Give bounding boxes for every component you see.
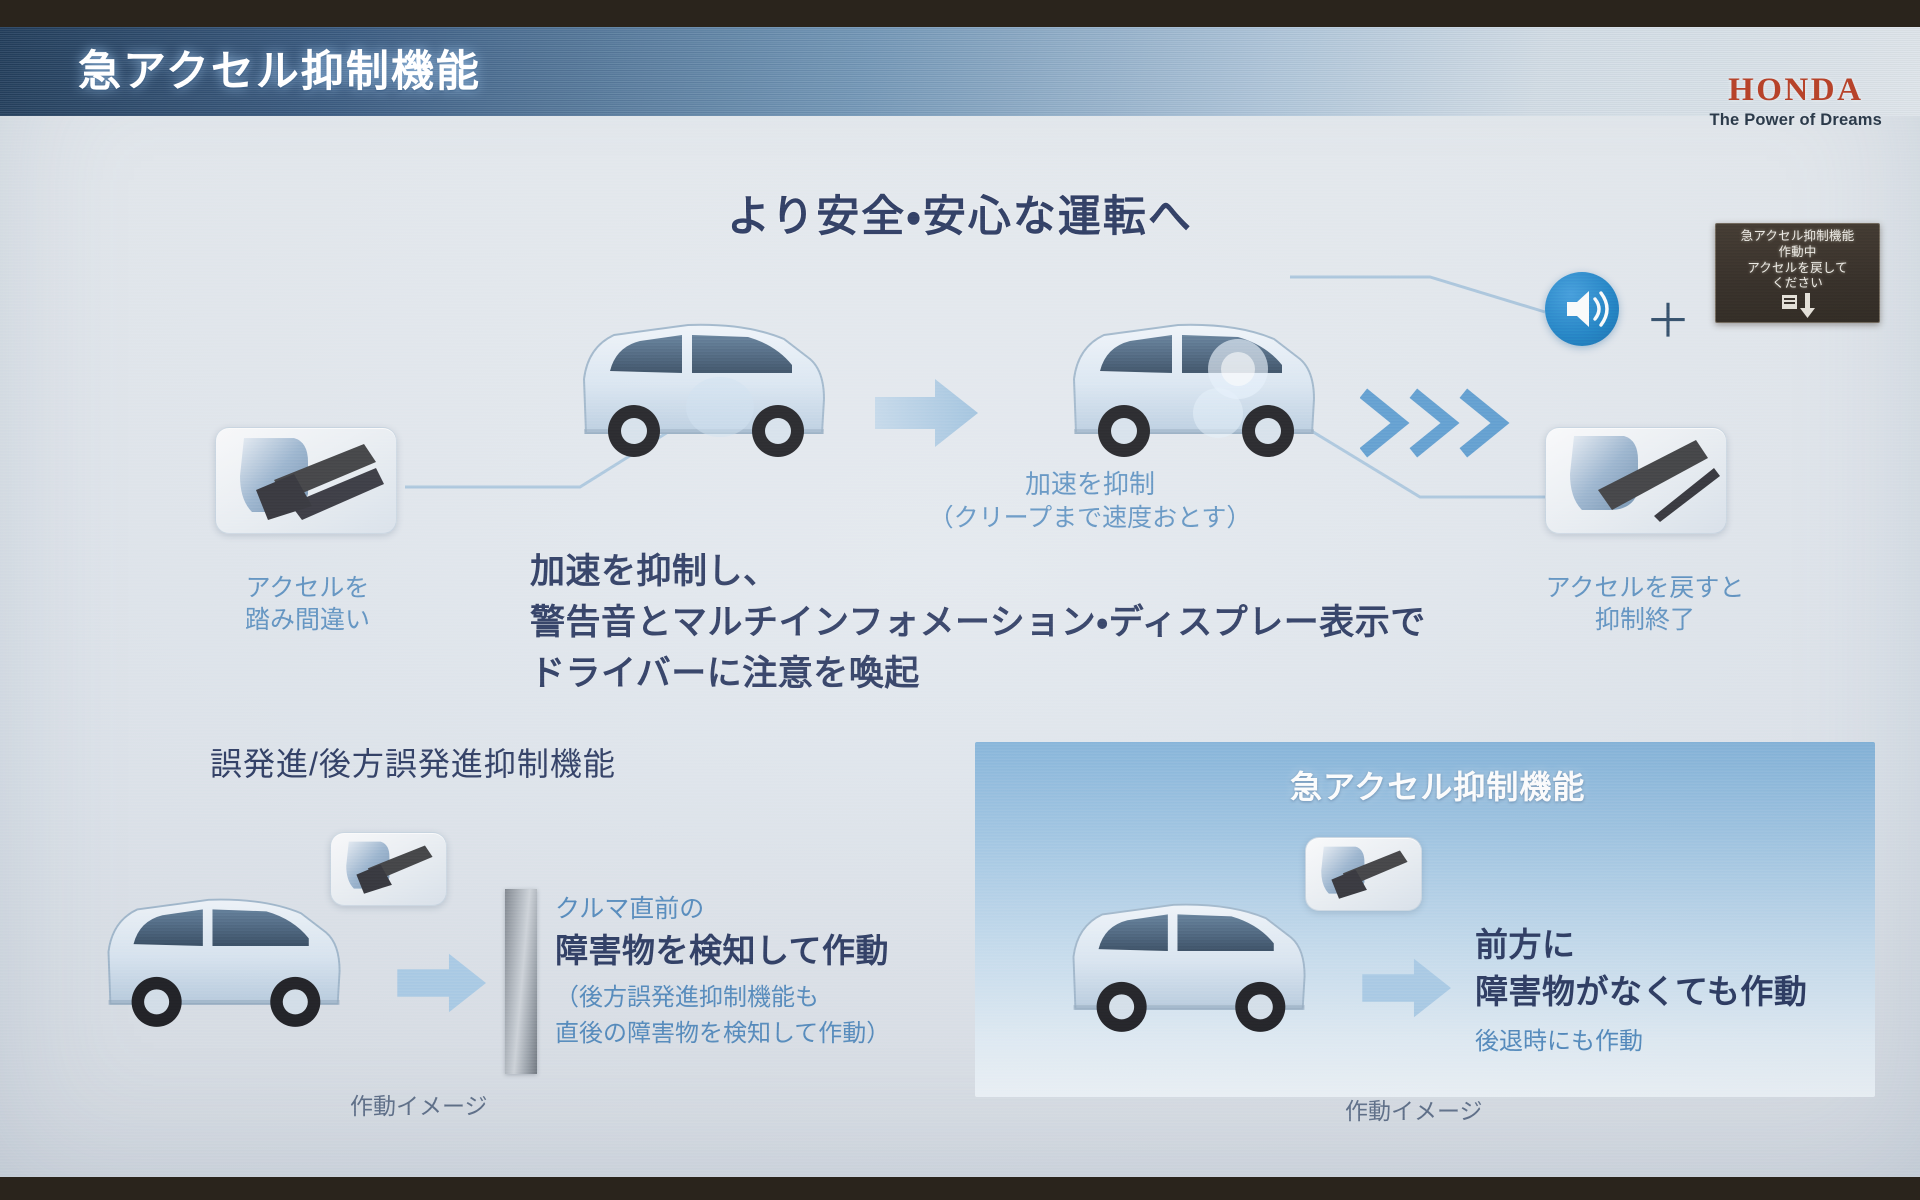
right-pedal-caption-line1: アクセルを戻すと	[1545, 574, 1745, 602]
multi-information-display: 急アクセル抑制機能 作動中 アクセルを戻して ください	[1715, 223, 1880, 323]
left-pedal-caption: アクセルを 踏み間違い	[195, 572, 420, 636]
pedal-tile-bottom-left	[330, 832, 447, 906]
right-pedal-caption: アクセルを戻すと 抑制終了	[1520, 572, 1770, 636]
body-line3: ドライバーに注意を喚起	[530, 653, 920, 693]
page-title: 急アクセル抑制機能	[78, 47, 481, 96]
speaker-icon	[1545, 272, 1619, 346]
honda-logo: HONDA The Power of Dreams	[1709, 74, 1882, 130]
pedal-mistake-tile	[215, 427, 397, 534]
mid-line2: 作動中	[1778, 244, 1817, 259]
car-illustration-3	[95, 882, 355, 1037]
acceleration-suppress-line2: （クリープまで速度おとす）	[928, 503, 1252, 532]
operation-image-caption-right: 作動イメージ	[1345, 1098, 1483, 1124]
mid-line3: アクセルを戻して	[1747, 260, 1848, 275]
honda-wordmark: HONDA	[1728, 72, 1864, 108]
progress-arrow-icon	[875, 377, 980, 454]
body-text-block: 加速を抑制し、 警告音とマルチインフォメーション・ディスプレー表示で ドライバー…	[530, 547, 1426, 699]
pedal-release-down-arrow-icon	[1781, 293, 1815, 318]
panel-right-text-line1: 前方に	[1475, 926, 1576, 963]
slide-header-bar: 急アクセル抑制機能 HONDA The Power of Dreams	[0, 27, 1920, 129]
left-pedal-caption-line1: アクセルを	[245, 574, 370, 602]
motion-arrow-icon-right	[1360, 957, 1455, 1024]
panel-left-text-line4: 直後の障害物を検知して作動）	[555, 1020, 891, 1048]
mid-line1: 急アクセル抑制機能	[1740, 229, 1855, 243]
panel-left-text-line2: 障害物を検知して作動	[555, 931, 890, 969]
honda-tagline: The Power of Dreams	[1709, 111, 1882, 129]
operation-image-caption-left: 作動イメージ	[350, 1093, 488, 1119]
panel-left-text-block: クルマ直前の 障害物を検知して作動 （後方誤発進抑制機能も 直後の障害物を検知し…	[555, 892, 890, 1052]
left-pedal-caption-line2: 踏み間違い	[244, 606, 370, 634]
panel-right-text-line3: 後退時にも作動	[1475, 1027, 1643, 1055]
foot-on-accelerator-icon	[240, 438, 384, 520]
main-headline: より安全・安心な運転へ	[727, 193, 1193, 241]
pedal-release-tile	[1545, 427, 1727, 534]
body-line1: 加速を抑制し、	[530, 552, 779, 591]
acceleration-suppress-label: 加速を抑制 （クリープまで速度おとす）	[880, 467, 1300, 535]
mid-line4: ください	[1772, 276, 1823, 291]
presentation-slide: 急アクセル抑制機能 HONDA The Power of Dreams より安全…	[0, 27, 1920, 1177]
panel-left-text-line3: （後方誤発進抑制機能も	[555, 984, 819, 1012]
foot-on-accelerator-icon	[346, 841, 433, 894]
chevron-right-icon-group	[1359, 387, 1530, 464]
car-illustration-1	[570, 307, 840, 467]
car-illustration-4	[1060, 887, 1320, 1042]
panel-left-text-line1: クルマ直前の	[555, 895, 705, 923]
car-illustration-2	[1060, 307, 1330, 467]
panel-right-text-line2: 障害物がなくても作動	[1475, 972, 1808, 1010]
obstacle-bar	[505, 889, 537, 1074]
panel-left-title: 誤発進/後方誤発進抑制機能	[210, 746, 616, 782]
panel-right-text-block: 前方に 障害物がなくても作動 後退時にも作動	[1475, 922, 1807, 1060]
right-pedal-caption-line2: 抑制終了	[1594, 606, 1695, 634]
motion-arrow-icon-left	[395, 952, 490, 1019]
panel-right-title: 急アクセル抑制機能	[1290, 769, 1586, 805]
plus-symbol: ＋	[1645, 295, 1691, 347]
acceleration-suppress-line1: 加速を抑制	[1024, 469, 1155, 499]
foot-off-accelerator-icon	[1570, 436, 1720, 522]
pedal-tile-bottom-right	[1305, 837, 1422, 911]
body-line2: 警告音とマルチインフォメーション・ディスプレー表示で	[530, 602, 1426, 642]
foot-on-accelerator-icon	[1321, 846, 1408, 899]
